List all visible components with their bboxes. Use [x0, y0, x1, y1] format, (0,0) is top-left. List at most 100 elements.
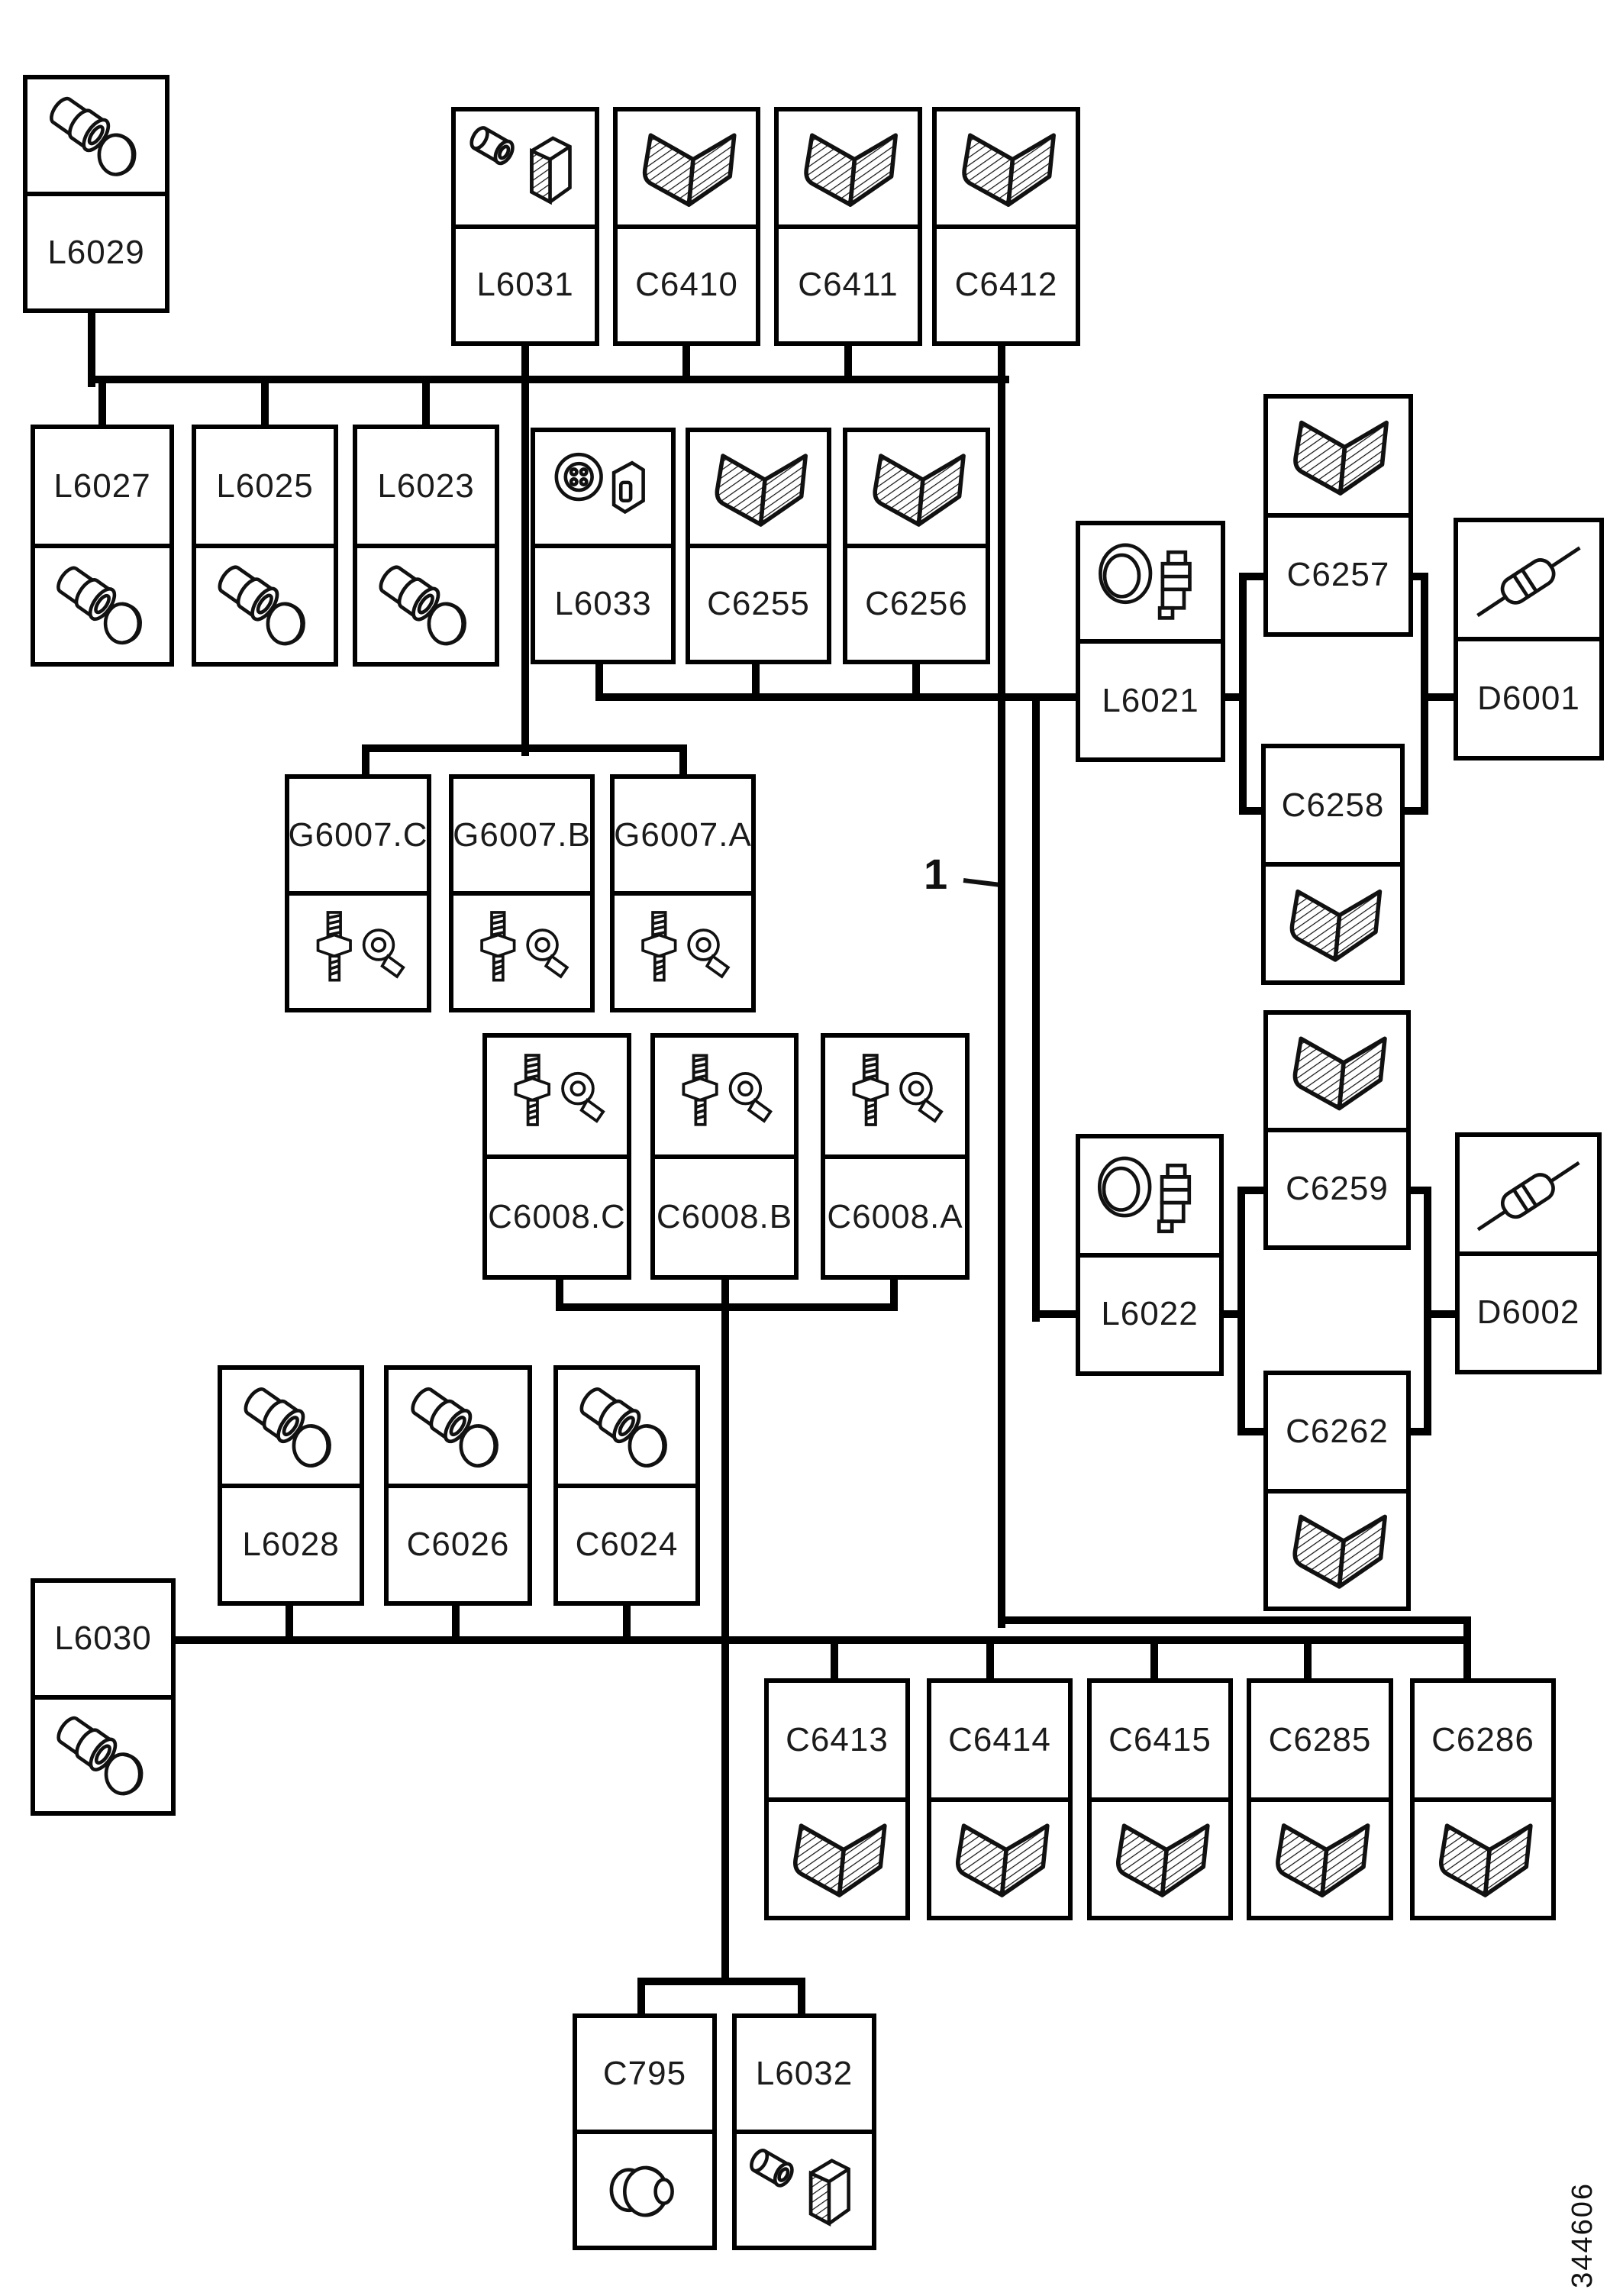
part-illustration-section — [389, 1370, 528, 1484]
harness-line — [88, 309, 95, 387]
harness-line — [890, 1276, 898, 1311]
document-number: 344606 — [1567, 2182, 1599, 2288]
harness-line — [556, 1276, 563, 1311]
harness-line — [1237, 1187, 1267, 1194]
harness-line — [1220, 1310, 1245, 1318]
part-label: L6027 — [53, 467, 151, 505]
harness-line — [912, 660, 920, 701]
plug-cap-icon — [579, 1387, 667, 1468]
part-box-c6026: C6026 — [384, 1365, 532, 1606]
stud-ring-icon — [852, 1054, 944, 1127]
v-clip-icon — [873, 454, 966, 527]
part-label: C795 — [602, 2055, 687, 2092]
part-box-l6023: L6023 — [353, 425, 499, 667]
part-label-section: C6024 — [558, 1483, 695, 1602]
part-label-section: L6028 — [222, 1483, 360, 1602]
part-label-section: L6032 — [737, 2018, 872, 2130]
part-box-l6031: L6031 — [451, 107, 599, 346]
part-illustration-section — [655, 1038, 794, 1154]
part-illustration-section — [937, 111, 1076, 224]
harness-line — [1237, 1428, 1267, 1435]
v-clip-icon — [804, 133, 898, 207]
harness-line — [595, 660, 603, 701]
part-label-section: C6258 — [1266, 748, 1400, 862]
harness-line — [1407, 1428, 1431, 1435]
v-clip-icon — [1289, 889, 1382, 962]
part-illustration-section — [357, 543, 495, 663]
harness-line — [682, 342, 690, 383]
part-illustration-section — [487, 1038, 627, 1154]
v-clip-icon — [715, 454, 808, 527]
harness-line — [1239, 807, 1265, 815]
part-label-section: C6413 — [769, 1683, 905, 1797]
part-label: C6410 — [635, 266, 738, 304]
harness-line — [637, 1978, 805, 1985]
part-illustration-section — [1458, 522, 1599, 637]
v-clip-icon — [1115, 1823, 1210, 1898]
harness-line — [1032, 1310, 1079, 1318]
part-box-l6021: L6021 — [1076, 521, 1225, 762]
harness-line — [1239, 573, 1267, 580]
harness-line — [452, 1602, 460, 1644]
part-box-c6285: C6285 — [1247, 1678, 1393, 1920]
harness-line — [1304, 1636, 1312, 1682]
part-illustration-section — [1268, 1488, 1406, 1607]
part-label: L6029 — [47, 233, 145, 271]
roundpin-block-icon — [554, 452, 645, 514]
part-label: C6008.B — [656, 1197, 793, 1235]
part-box-c6411: C6411 — [774, 107, 922, 346]
part-label-section: D6002 — [1460, 1251, 1597, 1371]
part-box-c6410: C6410 — [613, 107, 760, 346]
part-label: C6257 — [1286, 556, 1390, 593]
part-box-d6002: D6002 — [1455, 1132, 1602, 1374]
part-label: C6414 — [948, 1720, 1051, 1758]
part-box-l6028: L6028 — [218, 1365, 364, 1606]
plug-cap-icon — [411, 1387, 499, 1468]
part-label-section: C6262 — [1268, 1375, 1406, 1489]
part-label-section: L6029 — [27, 192, 165, 308]
part-box-c6414: C6414 — [927, 1678, 1073, 1920]
part-label-section: C6257 — [1268, 513, 1408, 632]
part-label: G6007.A — [615, 815, 751, 854]
part-label: G6007.B — [453, 815, 590, 854]
part-label: G6007.C — [289, 815, 427, 854]
harness-line — [595, 693, 1079, 701]
part-label-section: D6001 — [1458, 637, 1599, 756]
harness-line — [362, 744, 687, 752]
part-label: L6022 — [1101, 1295, 1199, 1333]
part-illustration-section — [847, 432, 986, 544]
part-label: L6021 — [1102, 681, 1199, 719]
stud-ring-icon — [514, 1054, 605, 1127]
inline-component-icon — [1476, 546, 1581, 618]
part-illustration-section — [27, 79, 165, 192]
part-label: D6001 — [1477, 680, 1580, 717]
harness-line — [1150, 1636, 1158, 1682]
stud-ring-icon — [479, 910, 570, 982]
part-label: C6024 — [575, 1525, 679, 1563]
part-label: L6030 — [54, 1619, 152, 1658]
v-clip-icon — [955, 1823, 1050, 1898]
part-label: C6008.A — [827, 1197, 963, 1235]
part-box-c6256: C6256 — [843, 428, 990, 664]
harness-line — [362, 744, 369, 778]
part-label-section: G6007.A — [615, 779, 751, 891]
harness-line — [752, 660, 760, 701]
harness-callout-number: 1 — [924, 850, 948, 898]
part-label-section: C6255 — [690, 544, 827, 660]
part-label-section: C6414 — [931, 1683, 1068, 1797]
part-box-l6027: L6027 — [31, 425, 174, 667]
part-box-c6415: C6415 — [1087, 1678, 1233, 1920]
part-box-l6022: L6022 — [1076, 1134, 1224, 1376]
part-box-c6413: C6413 — [764, 1678, 910, 1920]
part-box-g6007-a: G6007.A — [610, 774, 756, 1012]
part-box-l6030: L6030 — [31, 1578, 176, 1816]
part-illustration-section — [769, 1797, 905, 1917]
part-label: C6412 — [954, 266, 1058, 304]
part-illustration-section — [1415, 1797, 1551, 1917]
harness-line — [637, 1978, 645, 2017]
part-label-section: L6030 — [35, 1583, 171, 1695]
plug-cap-icon — [56, 1716, 144, 1796]
harness-line — [286, 1602, 293, 1644]
part-box-c6255: C6255 — [686, 428, 831, 664]
